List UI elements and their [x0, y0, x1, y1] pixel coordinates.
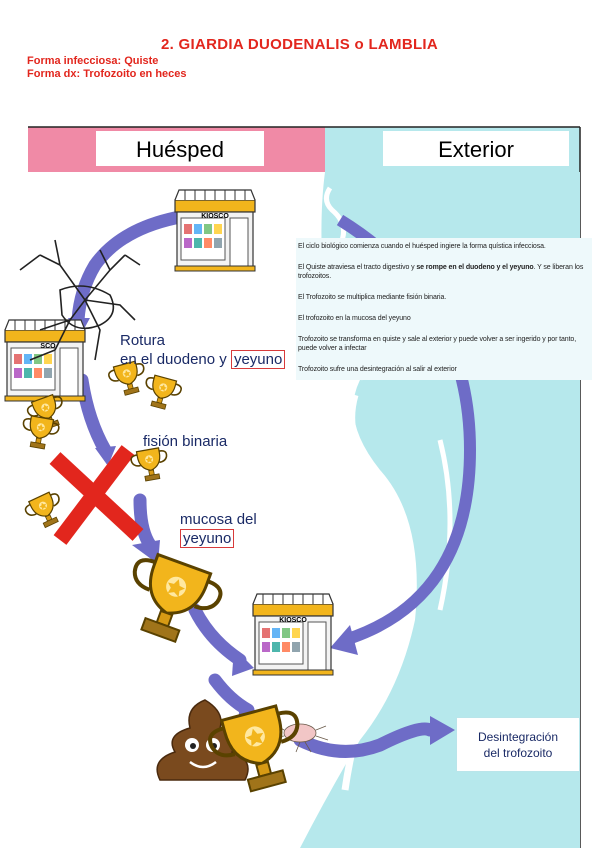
kiosk-icon-partial	[4, 319, 86, 402]
subtitle-infective-form: Forma infecciosa: Quiste	[27, 55, 159, 67]
kiosk-icon	[174, 189, 256, 272]
kiosk-partial-sign: SCO	[40, 343, 56, 350]
page-title: 2. GIARDIA DUODENALIS o LAMBLIA	[160, 36, 439, 53]
kiosk-sign: KIOSCO	[201, 213, 229, 220]
label-yeyuno-highlight: yeyuno	[230, 350, 286, 369]
steps-description-box: El ciclo biológico comienza cuando el hu…	[296, 238, 592, 380]
label-mucosa: mucosa del yeyuno	[180, 511, 257, 548]
desintegration-box: Desintegración del trofozoito	[456, 717, 580, 772]
step-3: El Trofozoito se multiplica mediante fis…	[298, 294, 447, 301]
exterior-header: Exterior	[438, 137, 514, 162]
step-2: El Quiste atraviesa el tracto digestivo …	[298, 264, 584, 280]
red-x-icon	[49, 445, 144, 545]
step-6: Trofozoito sufre una desintegración al s…	[298, 366, 457, 373]
trophy-icon	[18, 413, 61, 452]
label-rotura: Rotura en el duodeno y yeyuno	[120, 331, 286, 369]
step-5: Trofozoito se transforma en quiste y sal…	[298, 336, 577, 352]
cracked-glass-icon	[19, 239, 141, 361]
step-1: El ciclo biológico comienza cuando el hu…	[298, 243, 546, 250]
kiosk-icon-2	[252, 593, 334, 676]
subtitle-diagnostic-form: Forma dx: Trofozoito en heces	[27, 68, 187, 80]
step-4: El trofozoito en la mucosa del yeyuno	[298, 315, 411, 322]
trophy-icon	[129, 445, 172, 484]
trophy-icon	[139, 372, 184, 413]
kiosk-sign-2: KIOSCO	[279, 617, 307, 624]
host-header: Huésped	[136, 137, 224, 162]
label-fision-binaria: fisión binaria	[143, 433, 228, 450]
label-yeyuno-highlight-2: yeyuno	[180, 529, 235, 548]
